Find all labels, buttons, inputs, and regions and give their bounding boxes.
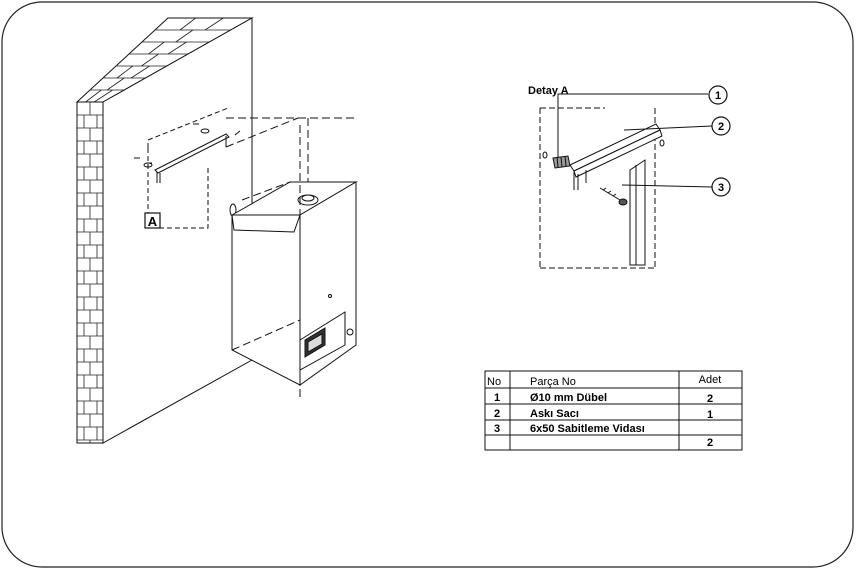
table-row-1-qty: 2 xyxy=(707,393,713,405)
marker-a: A xyxy=(144,212,161,229)
table-row-2-qty: 1 xyxy=(707,409,713,421)
dowel-right xyxy=(193,123,210,134)
table-row-3-qty: 2 xyxy=(707,437,713,449)
parts-table xyxy=(484,370,743,451)
svg-text:1: 1 xyxy=(715,90,721,102)
detail-screw xyxy=(599,187,628,206)
table-header-part: Parça No xyxy=(530,376,576,388)
svg-text:2: 2 xyxy=(718,121,724,133)
table-header-no: No xyxy=(487,376,501,388)
table-row-1-no: 1 xyxy=(494,392,500,404)
callout-1: 1 xyxy=(708,85,728,105)
table-row-1-part: Ø10 mm Dübel xyxy=(530,392,607,404)
table-row-2-no: 2 xyxy=(494,408,500,420)
detail-title: Detay A xyxy=(528,85,569,97)
parts-table-text: No Parça No Adet 1 Ø10 mm Dübel 2 2 Askı… xyxy=(487,374,721,449)
detail-a: Detay A xyxy=(528,85,731,269)
boiler-unit xyxy=(225,117,358,400)
brick-wall xyxy=(75,17,254,444)
table-row-3-no: 3 xyxy=(494,423,500,435)
detail-dowel xyxy=(542,151,571,169)
wall-bracket-assembly xyxy=(134,107,241,229)
dowel-left xyxy=(134,157,153,168)
table-row-2-part: Askı Sacı xyxy=(530,408,579,420)
svg-text:3: 3 xyxy=(718,182,724,194)
table-header-qty: Adet xyxy=(699,374,722,386)
table-row-3-part: 6x50 Sabitleme Vidası xyxy=(530,423,645,435)
callout-2: 2 xyxy=(711,116,731,136)
callout-3: 3 xyxy=(711,177,731,197)
svg-text:A: A xyxy=(148,214,158,229)
